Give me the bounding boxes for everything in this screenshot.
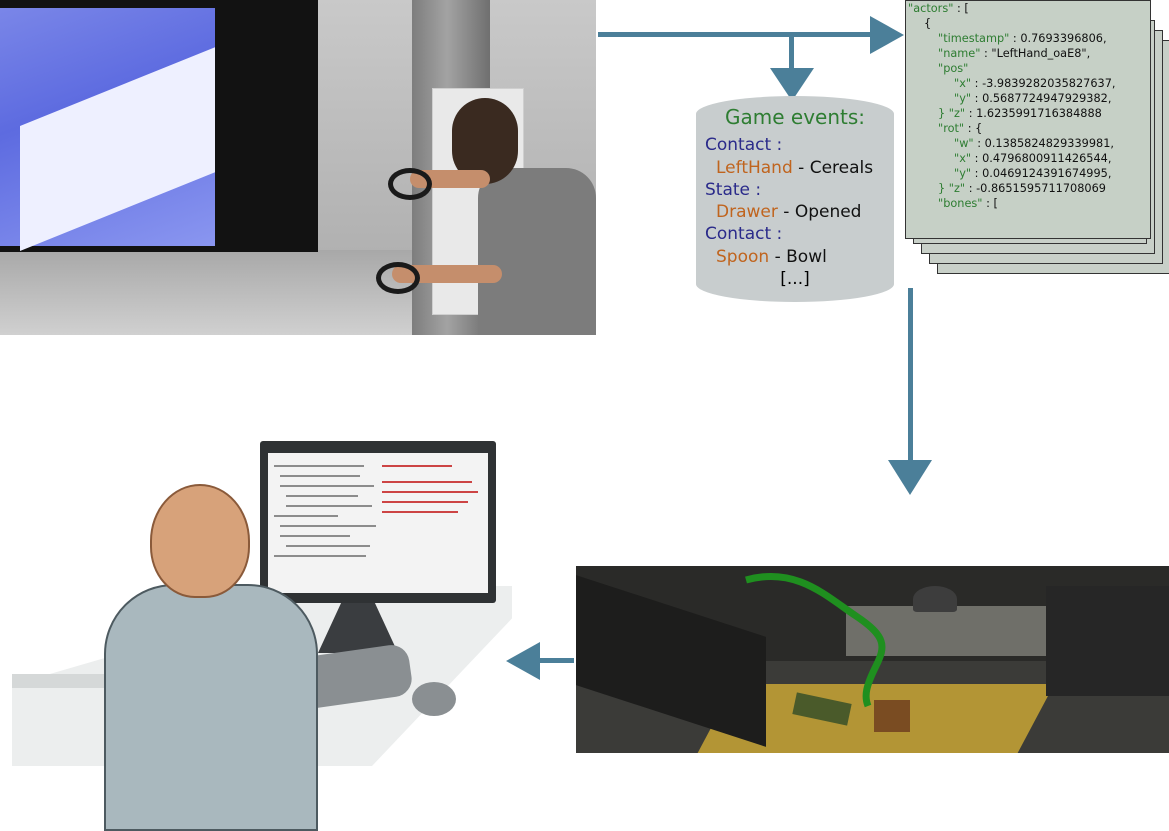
json-value: : "LeftHand_oaE8", xyxy=(980,47,1091,60)
json-value: : 0.7693396806, xyxy=(1009,32,1107,45)
code-line xyxy=(382,501,468,503)
virtual-table xyxy=(20,47,215,251)
json-value: : 1.6235991716384888 xyxy=(965,107,1102,120)
game-events-ellipsis: [...] xyxy=(780,269,810,290)
arrow-to-game-events-head xyxy=(770,68,814,101)
json-value: : 0.5687724947929382, xyxy=(971,92,1112,105)
json-key: "x" xyxy=(954,77,972,90)
json-value: : 0.4796800911426544, xyxy=(971,152,1112,165)
code-line xyxy=(382,491,478,493)
json-line: "pos" xyxy=(906,61,1150,76)
json-key: "bones" xyxy=(938,197,983,210)
vr-user-head-with-headset xyxy=(452,98,518,184)
arrow-render-to-analyst-head xyxy=(506,642,540,680)
code-line xyxy=(286,495,358,497)
json-line: "y" : 0.0469124391674995, xyxy=(906,166,1150,181)
json-key: "pos" xyxy=(938,62,969,75)
arrow-json-to-render-line xyxy=(908,288,913,462)
json-value: : -3.9839282035827637, xyxy=(971,77,1116,90)
json-key: "timestamp" xyxy=(938,32,1010,45)
vr-display-screen xyxy=(0,8,215,251)
code-line xyxy=(286,505,372,507)
json-log-document: "actors" : [{"timestamp" : 0.7693396806,… xyxy=(905,0,1151,239)
code-line xyxy=(274,555,366,557)
game-events-content: Game events: Contact : LeftHand - Cereal… xyxy=(696,106,894,302)
cylinder-top xyxy=(696,96,894,132)
code-line xyxy=(280,475,360,477)
json-value: : [ xyxy=(982,197,998,210)
analyst-head xyxy=(150,484,250,598)
event-detail: LeftHand - Cereals xyxy=(716,157,874,178)
json-line: "x" : -3.9839282035827637, xyxy=(906,76,1150,91)
kitchen-right-counter xyxy=(1046,586,1169,696)
code-line xyxy=(274,515,338,517)
json-line: "w" : 0.1385824829339981, xyxy=(906,136,1150,151)
json-value: : -0.8651595711708069 xyxy=(965,182,1106,195)
analyst-torso xyxy=(104,584,318,831)
code-line xyxy=(382,511,458,513)
json-value: : 0.1385824829339981, xyxy=(973,137,1114,150)
code-editor-screen xyxy=(268,453,488,593)
json-key: } "z" xyxy=(938,182,966,195)
event-type: Contact : xyxy=(705,224,783,245)
kitchen-pot xyxy=(913,586,957,612)
vr-controller-upper xyxy=(388,168,432,200)
vr-user-body xyxy=(478,168,596,335)
code-line xyxy=(280,525,376,527)
json-line: "timestamp" : 0.7693396806, xyxy=(906,31,1150,46)
json-line: "rot" : { xyxy=(906,121,1150,136)
json-line: "actors" : [ xyxy=(906,1,1150,16)
event-type: State : xyxy=(705,179,762,200)
virtual-kitchen-render xyxy=(576,566,1169,753)
computer-mouse xyxy=(412,682,456,716)
code-line xyxy=(280,485,374,487)
game-events-database: Game events: Contact : LeftHand - Cereal… xyxy=(696,96,894,302)
json-value: : [ xyxy=(953,2,969,15)
json-line: "bones" : [ xyxy=(906,196,1150,211)
json-value: { xyxy=(924,17,932,30)
arrow-render-to-analyst-line xyxy=(538,658,574,663)
game-events-title: Game events: xyxy=(724,105,866,129)
json-line: } "z" : -0.8651595711708069 xyxy=(906,181,1150,196)
json-value: : { xyxy=(964,122,983,135)
code-line xyxy=(280,535,350,537)
analyst-illustration xyxy=(0,436,515,831)
json-key: "actors" xyxy=(908,2,954,15)
code-line xyxy=(382,465,452,467)
json-key: } "z" xyxy=(938,107,966,120)
grasped-object xyxy=(874,700,910,732)
arrow-photo-to-json-line xyxy=(598,32,872,37)
vr-user-photo xyxy=(0,0,596,335)
cylinder-bottom xyxy=(696,266,894,302)
vr-controller-lower xyxy=(376,262,420,294)
event-detail: Spoon - Bowl xyxy=(716,246,827,267)
vr-display-monitor xyxy=(0,0,318,252)
json-line: } "z" : 1.6235991716384888 xyxy=(906,106,1150,121)
event-type: Contact : xyxy=(705,135,783,156)
json-key: "rot" xyxy=(938,122,965,135)
code-line xyxy=(274,465,364,467)
json-key: "x" xyxy=(954,152,972,165)
json-line: { xyxy=(906,16,1150,31)
json-line: "x" : 0.4796800911426544, xyxy=(906,151,1150,166)
arrow-json-to-render-head xyxy=(888,460,932,495)
json-line: "name" : "LeftHand_oaE8", xyxy=(906,46,1150,61)
cylinder-body xyxy=(696,114,894,284)
json-value: : 0.0469124391674995, xyxy=(971,167,1112,180)
arrow-photo-to-json-head xyxy=(870,16,904,54)
json-key: "y" xyxy=(954,92,972,105)
json-key: "name" xyxy=(938,47,981,60)
json-line: "y" : 0.5687724947929382, xyxy=(906,91,1150,106)
code-line xyxy=(286,545,370,547)
hand-trajectory-trace xyxy=(745,572,886,708)
json-key: "w" xyxy=(954,137,974,150)
json-key: "y" xyxy=(954,167,972,180)
event-detail: Drawer - Opened xyxy=(716,202,862,223)
code-line xyxy=(382,481,472,483)
arrow-to-game-events-line xyxy=(789,34,794,70)
